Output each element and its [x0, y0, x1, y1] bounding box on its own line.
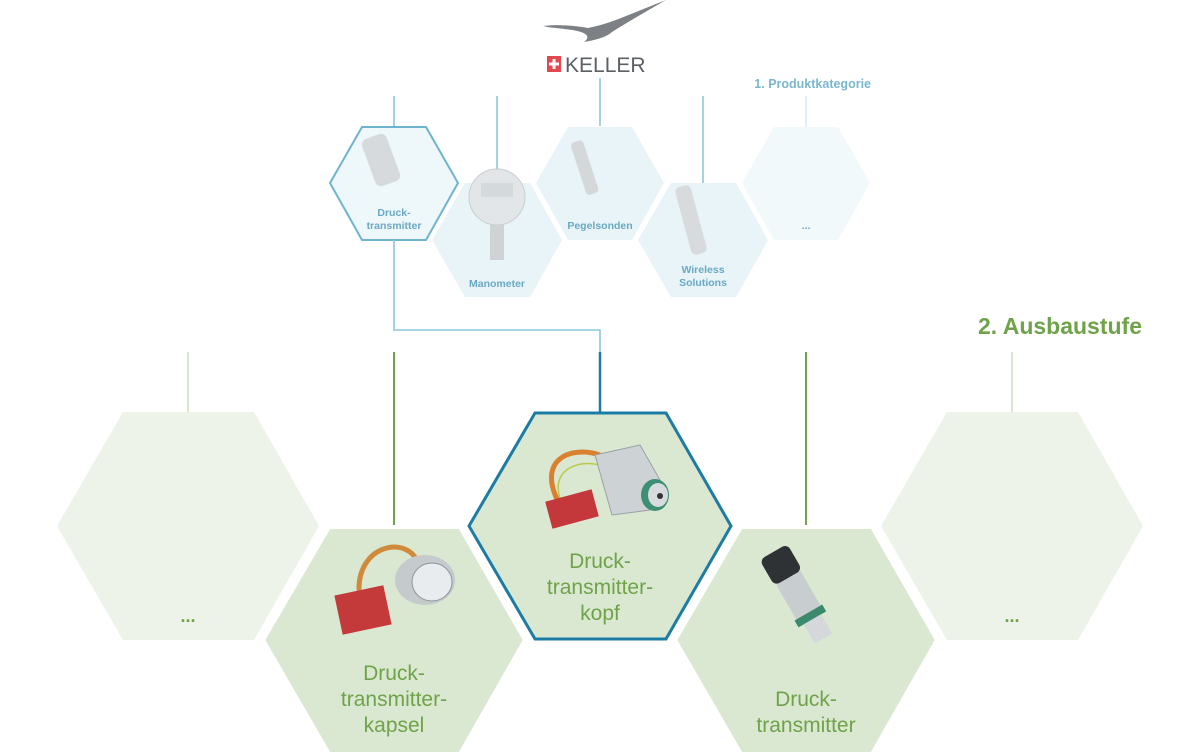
bird-logo-icon — [543, 0, 666, 42]
transmitter-head-image — [545, 444, 669, 529]
wireless-device-image — [675, 185, 707, 255]
level2-connectors — [70, 351, 1140, 526]
variant-label: transmitter — [756, 714, 855, 737]
category-item-druck-transmitter[interactable]: Druck- transmitter — [328, 126, 460, 241]
category-label: Druck- — [377, 207, 411, 219]
variant-label: kopf — [580, 602, 620, 625]
category-item-manometer[interactable]: Manometer — [432, 168, 562, 297]
variant-item-more-right[interactable]: ... — [881, 412, 1143, 640]
category-label: transmitter — [367, 220, 422, 232]
variant-label: ... — [180, 606, 195, 626]
category-label: Manometer — [469, 278, 525, 290]
category-item-wireless-solutions[interactable]: Wireless Solutions — [638, 183, 768, 297]
selection-path — [393, 240, 601, 352]
pressure-transmitter-image — [761, 546, 833, 644]
level2-title: 2. Ausbaustufe — [978, 313, 1142, 339]
brand-name: KELLER — [565, 54, 646, 77]
variant-label: transmitter- — [341, 688, 447, 711]
variant-label: Druck- — [363, 662, 425, 685]
variant-label: Druck- — [569, 550, 631, 573]
variant-item-drucktransmitter-kapsel[interactable]: Druck- transmitter- kapsel — [260, 525, 528, 756]
variant-label: ... — [1004, 606, 1019, 626]
keller-logo: KELLER — [547, 54, 646, 77]
category-label: Solutions — [679, 277, 727, 289]
pressure-transmitter-image — [361, 133, 401, 187]
category-label: Wireless — [681, 264, 724, 276]
variant-label: Druck- — [775, 688, 837, 711]
level1-connectors — [393, 78, 870, 183]
level1-title: 1. Produktkategorie — [754, 77, 871, 91]
category-label: ... — [802, 220, 811, 232]
category-item-pegelsonden[interactable]: Pegelsonden — [536, 127, 664, 240]
level-probe-image — [571, 140, 599, 195]
variant-item-more-left[interactable]: ... — [57, 412, 319, 640]
variant-label: kapsel — [364, 714, 425, 737]
variant-item-drucktransmitter[interactable]: Druck- transmitter — [672, 525, 940, 756]
category-label: Pegelsonden — [567, 220, 632, 232]
capsule-image — [334, 544, 455, 635]
variant-item-drucktransmitter-kopf[interactable]: Druck- transmitter- kopf — [467, 411, 733, 641]
category-item-more[interactable]: ... — [742, 127, 870, 240]
variant-label: transmitter- — [547, 576, 653, 599]
